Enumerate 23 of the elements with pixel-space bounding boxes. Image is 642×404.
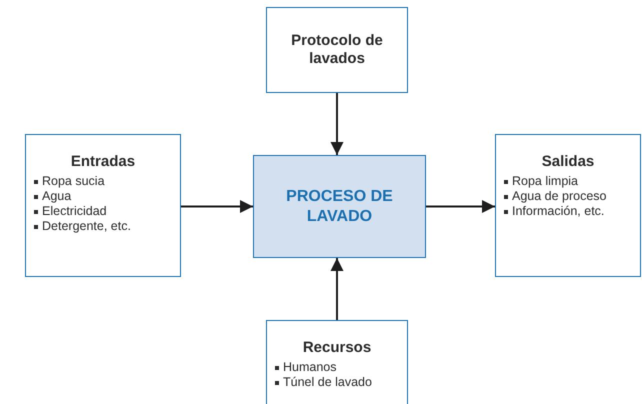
list-item: Agua (34, 189, 180, 204)
list-item: Detergente, etc. (34, 219, 180, 234)
list-item: Humanos (275, 360, 407, 375)
input-box (266, 7, 408, 93)
arrow (330, 93, 344, 155)
heading: PROCESO DE LAVADO (285, 187, 394, 226)
heading: Recursos (302, 339, 372, 357)
list-item: Ropa limpia (504, 174, 640, 189)
list-item: Electricidad (34, 204, 180, 219)
list-item: Túnel de lavado (275, 375, 407, 390)
arrow (330, 258, 344, 320)
heading: Protocolo de lavados (290, 32, 384, 68)
list-item: Ropa sucia (34, 174, 180, 189)
list-box (25, 134, 181, 277)
heading: Entradas (70, 153, 136, 171)
arrow (426, 200, 495, 213)
heading: Salidas (540, 153, 596, 171)
process-box (253, 155, 426, 258)
list-item: Agua de proceso (504, 189, 640, 204)
list-box (495, 134, 641, 277)
list-box (266, 320, 408, 404)
arrow (181, 200, 253, 213)
list-item: Información, etc. (504, 204, 640, 219)
